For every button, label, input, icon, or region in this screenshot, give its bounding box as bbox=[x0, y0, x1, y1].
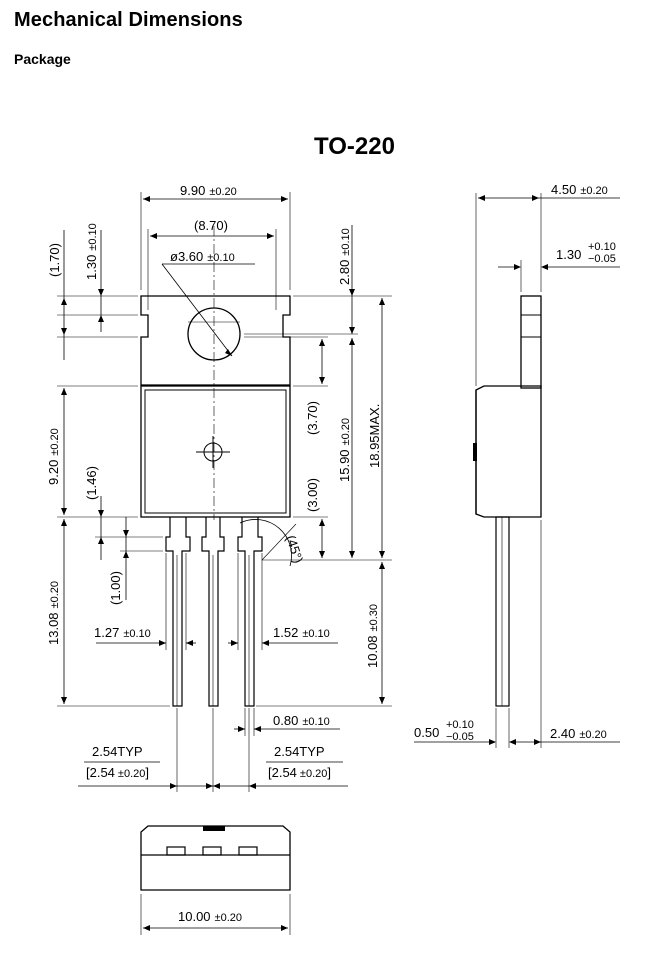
dim-width: 9.90±0.20 bbox=[180, 183, 237, 198]
dim-lead-total: 13.08±0.20 bbox=[46, 581, 61, 645]
side-view: 4.50±0.20 1.30 +0.10 −0.05 0.50 +0.10 −0… bbox=[414, 182, 620, 748]
dim-100: (1.00) bbox=[108, 571, 123, 605]
bottom-outline bbox=[140, 825, 291, 891]
section-heading: Mechanical Dimensions bbox=[14, 9, 243, 31]
dim-width-ref: (8.70) bbox=[194, 218, 228, 233]
side-body bbox=[475, 385, 542, 518]
bottom-view: 10.00±0.20 bbox=[140, 825, 291, 935]
dim-1895: 18.95MAX. bbox=[367, 404, 382, 468]
dim-hole: ø3.60±0.10 bbox=[170, 249, 235, 264]
section-subheading: Package bbox=[14, 51, 71, 67]
dim-side-thick: 4.50±0.20 bbox=[551, 182, 608, 197]
front-view: 9.90±0.20 (8.70) ø3.60±0.10 (1.70) 1.30±… bbox=[46, 183, 392, 792]
dim-side-offset: 2.40±0.20 bbox=[550, 726, 607, 741]
dim-side-tab: 1.30 +0.10 −0.05 bbox=[556, 237, 620, 265]
dim-pitch-left-ref: [2.54±0.20] bbox=[86, 765, 149, 780]
dim-pitch-right-ref: [2.54±0.20] bbox=[268, 765, 331, 780]
dim-lead-wide: 1.27±0.10 bbox=[94, 625, 151, 640]
body-outline bbox=[140, 385, 291, 518]
dim-tab-top: (1.70) bbox=[47, 243, 62, 277]
dim-pitch-left: 2.54TYP bbox=[92, 744, 143, 759]
lead-left bbox=[165, 517, 191, 707]
side-lead bbox=[495, 516, 510, 707]
dim-hole-from-top: 2.80±0.10 bbox=[337, 228, 352, 285]
dim-lead-len: 10.08±0.30 bbox=[365, 604, 380, 668]
dim-1590: 15.90±0.20 bbox=[337, 418, 352, 482]
body-inner bbox=[144, 389, 287, 514]
dim-side-lead: 0.50 +0.10 −0.05 bbox=[414, 715, 478, 743]
dim-146: (1.46) bbox=[84, 466, 99, 500]
dim-body-height: 9.20±0.20 bbox=[46, 428, 61, 485]
dim-370: (3.70) bbox=[305, 401, 320, 435]
lead-center bbox=[201, 517, 225, 707]
side-tab bbox=[520, 295, 542, 389]
lead-right bbox=[237, 517, 263, 707]
dim-300: (3.00) bbox=[305, 478, 320, 512]
dim-notch: 1.30±0.10 bbox=[84, 223, 99, 280]
dim-lead-w: 0.80±0.10 bbox=[273, 713, 330, 728]
dim-pitch-right: 2.54TYP bbox=[274, 744, 325, 759]
dim-lead-wide2: 1.52±0.10 bbox=[273, 625, 330, 640]
package-title: TO-220 bbox=[314, 133, 395, 160]
tab-outline bbox=[140, 295, 291, 386]
dim-bottom-width: 10.00±0.20 bbox=[178, 909, 242, 924]
